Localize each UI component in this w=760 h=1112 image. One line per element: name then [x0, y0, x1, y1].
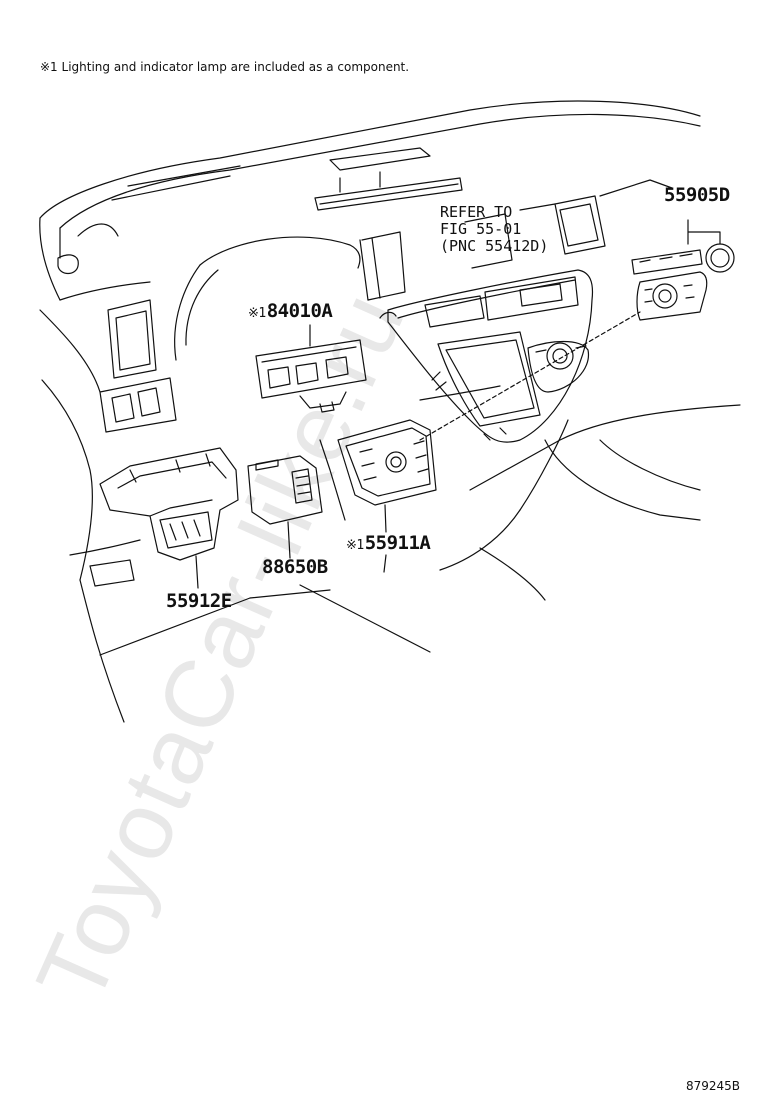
switch-base-55911A	[337, 311, 641, 573]
part-number-55911A: 55911A	[364, 532, 431, 554]
dashboard-outline	[39, 100, 741, 723]
component-note: ※1 Lighting and indicator lamp are inclu…	[40, 60, 410, 74]
ecu-88650B	[247, 455, 323, 559]
note-mark-84010A: ※1	[248, 306, 266, 321]
part-label-55911A[interactable]: ※155911A	[346, 532, 431, 554]
part-label-55905D[interactable]: 55905D	[664, 184, 730, 206]
ac-control-panel-55905D	[631, 219, 735, 321]
reference-line-2: FIG 55-01	[440, 220, 522, 238]
reference-note: REFER TO FIG 55-01 (PNC 55412D)	[440, 204, 548, 255]
part-number-84010A: 84010A	[266, 300, 333, 322]
part-label-88650B[interactable]: 88650B	[262, 556, 328, 578]
drawing-code: 879245B	[685, 1079, 740, 1093]
bracket-55912E	[99, 447, 239, 589]
part-label-84010A[interactable]: ※184010A	[248, 300, 333, 322]
center-cluster-panel	[379, 269, 594, 443]
reference-line-3: (PNC 55412D)	[440, 237, 549, 255]
reference-line-1: REFER TO	[440, 203, 513, 221]
note-mark-55911A: ※1	[346, 538, 364, 553]
part-label-55912E[interactable]: 55912E	[166, 590, 232, 612]
switch-assembly-84010A	[255, 324, 367, 413]
